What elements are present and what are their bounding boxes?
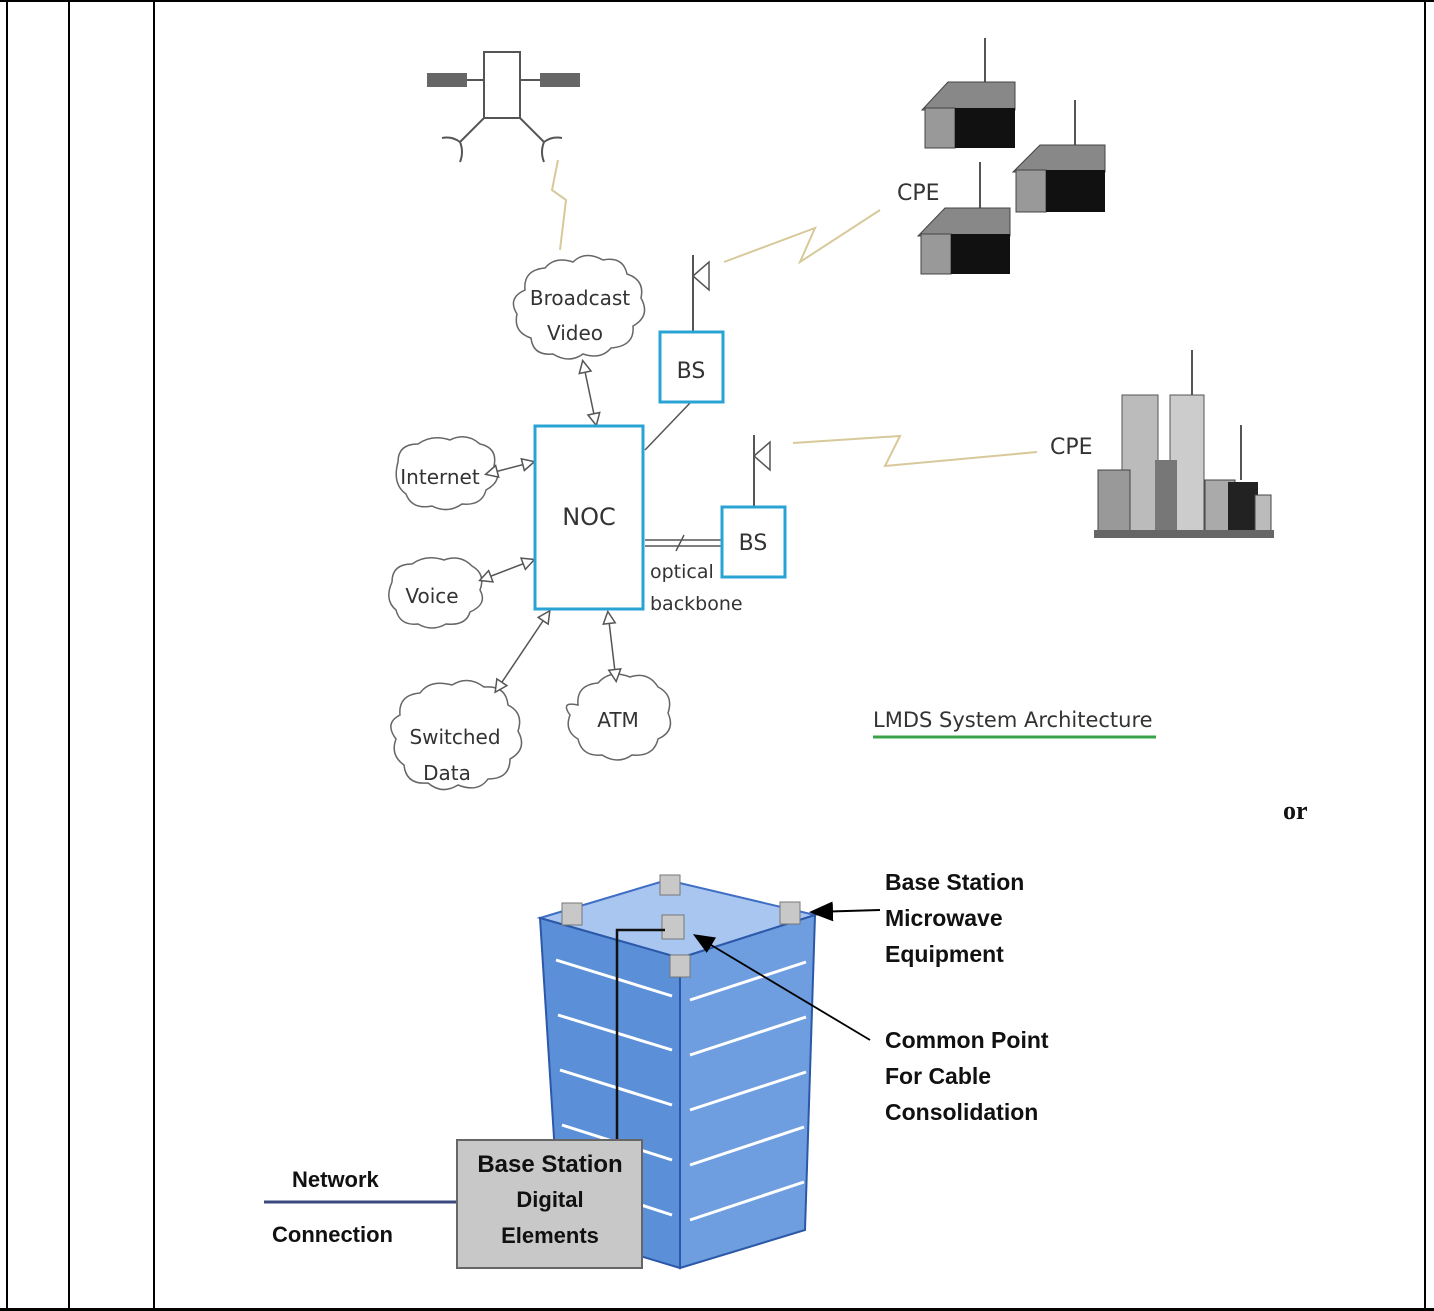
- diagram-title: LMDS System Architecture: [873, 708, 1153, 732]
- link-noc-voice: [481, 560, 533, 580]
- noc-box: [533, 424, 645, 611]
- optical-backbone-mark: [675, 534, 685, 552]
- house-icon: [916, 162, 1011, 275]
- link-noc-bs-upper: [644, 402, 691, 451]
- satellite-icon: [427, 51, 580, 163]
- table-left-border: [6, 0, 8, 1311]
- satellite-link: [550, 159, 568, 251]
- link-noc-atm: [608, 613, 616, 680]
- label-common-point: For Cable: [885, 1063, 991, 1089]
- bs-label-lower: BS: [739, 531, 768, 556]
- table-col-divider-2: [153, 0, 155, 1311]
- cloud-switched-data: Switched Data: [390, 679, 523, 791]
- digital-elements-label: Digital: [516, 1187, 583, 1212]
- backbone-label: backbone: [650, 593, 743, 615]
- label-base-station-microwave: Equipment: [885, 941, 1004, 967]
- cpe-label-city: CPE: [1050, 435, 1093, 460]
- cloud-atm: ATM: [565, 673, 672, 761]
- bs-box-lower: [720, 505, 787, 579]
- digital-elements-box: [456, 1139, 643, 1269]
- digital-elements-label: Elements: [501, 1223, 599, 1248]
- link-noc-broadcast: [583, 362, 596, 424]
- wireless-link-city: [792, 434, 1038, 468]
- cloud-voice: Voice: [388, 557, 484, 629]
- cpe-label-houses: CPE: [897, 181, 940, 206]
- table-right-border: [1424, 0, 1426, 1311]
- cloud-label-line: Video: [547, 321, 603, 345]
- label-base-station-microwave: Microwave: [885, 905, 1003, 931]
- arrow-common-point: [692, 934, 871, 1041]
- antenna-icon-upper: [691, 255, 710, 332]
- cloud-internet: Internet: [395, 436, 499, 511]
- label-network: Network: [292, 1167, 380, 1192]
- table-col-divider-1: [68, 0, 70, 1311]
- cable-line: [615, 928, 665, 1140]
- label-common-point: Consolidation: [885, 1099, 1038, 1125]
- cloud-label-line: Broadcast: [530, 286, 630, 310]
- house-icon: [920, 38, 1016, 149]
- table-bottom-border: [0, 1308, 1434, 1311]
- bs-box-upper: [658, 330, 725, 404]
- bs-label-upper: BS: [677, 359, 706, 384]
- link-noc-switched: [496, 612, 549, 691]
- antenna-icon-lower: [752, 435, 771, 507]
- cloud-label-line: Switched: [409, 725, 500, 749]
- house-icon: [1011, 100, 1106, 213]
- cloud-label-line: Data: [423, 761, 471, 785]
- table-top-border: [0, 0, 1434, 2]
- cloud-broadcast-video: Broadcast Video: [512, 254, 646, 360]
- label-base-station-microwave: Base Station: [885, 869, 1024, 895]
- arrow-base-station-microwave: [809, 901, 881, 922]
- digital-elements-label: Base Station: [477, 1151, 622, 1178]
- link-noc-internet: [487, 462, 533, 474]
- cloud-label: Internet: [400, 465, 480, 489]
- city-skyline-icon: [1094, 350, 1274, 538]
- label-common-point: Common Point: [885, 1027, 1049, 1053]
- optical-label: optical: [650, 561, 714, 583]
- noc-label: NOC: [562, 503, 616, 531]
- separator-or: or: [1283, 796, 1308, 825]
- cloud-label: ATM: [597, 708, 639, 732]
- building-icon: [536, 874, 819, 1270]
- cloud-label: Voice: [405, 584, 458, 608]
- wireless-link-houses: [723, 209, 881, 265]
- label-connection: Connection: [272, 1222, 393, 1247]
